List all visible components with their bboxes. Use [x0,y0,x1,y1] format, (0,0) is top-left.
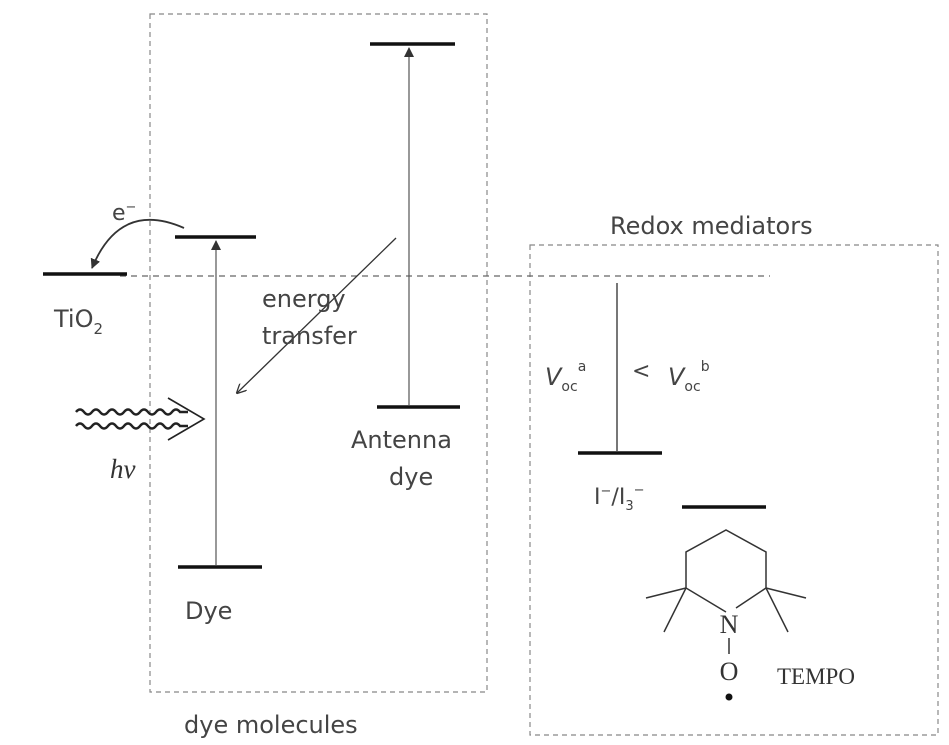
voc-a-label: Voca [545,359,586,395]
voc-b-label: Vocb [668,359,710,395]
tempo-label: TEMPO [777,664,855,689]
redox-mediators-box [529,244,939,736]
less-than-label: < [632,359,650,384]
energy-transfer-arrow [237,237,397,393]
antenna-label-2: dye [389,463,433,491]
tio2-label: TiO2 [53,305,103,338]
redox-mediators-label: Redox mediators [610,212,813,240]
photon-arrowhead-icon [167,397,206,441]
photon-label: hν [110,454,136,484]
energy-transfer-label-1: energy [262,285,346,313]
electron-injection-arrow [90,219,185,269]
dye-molecules-label: dye molecules [184,711,358,739]
dye-label: Dye [185,597,232,625]
photon-icon [75,408,188,430]
electron-label: e− [112,200,136,226]
tempo-structure [645,529,807,654]
energy-transfer-label-2: transfer [262,322,357,350]
tempo-n-label: N [720,610,739,639]
dye-molecules-box [149,13,488,693]
radical-dot [725,693,733,701]
tempo-o-label: O [720,657,739,686]
iodide-label: I−/I3− [594,483,645,514]
antenna-label-1: Antenna [351,426,452,454]
